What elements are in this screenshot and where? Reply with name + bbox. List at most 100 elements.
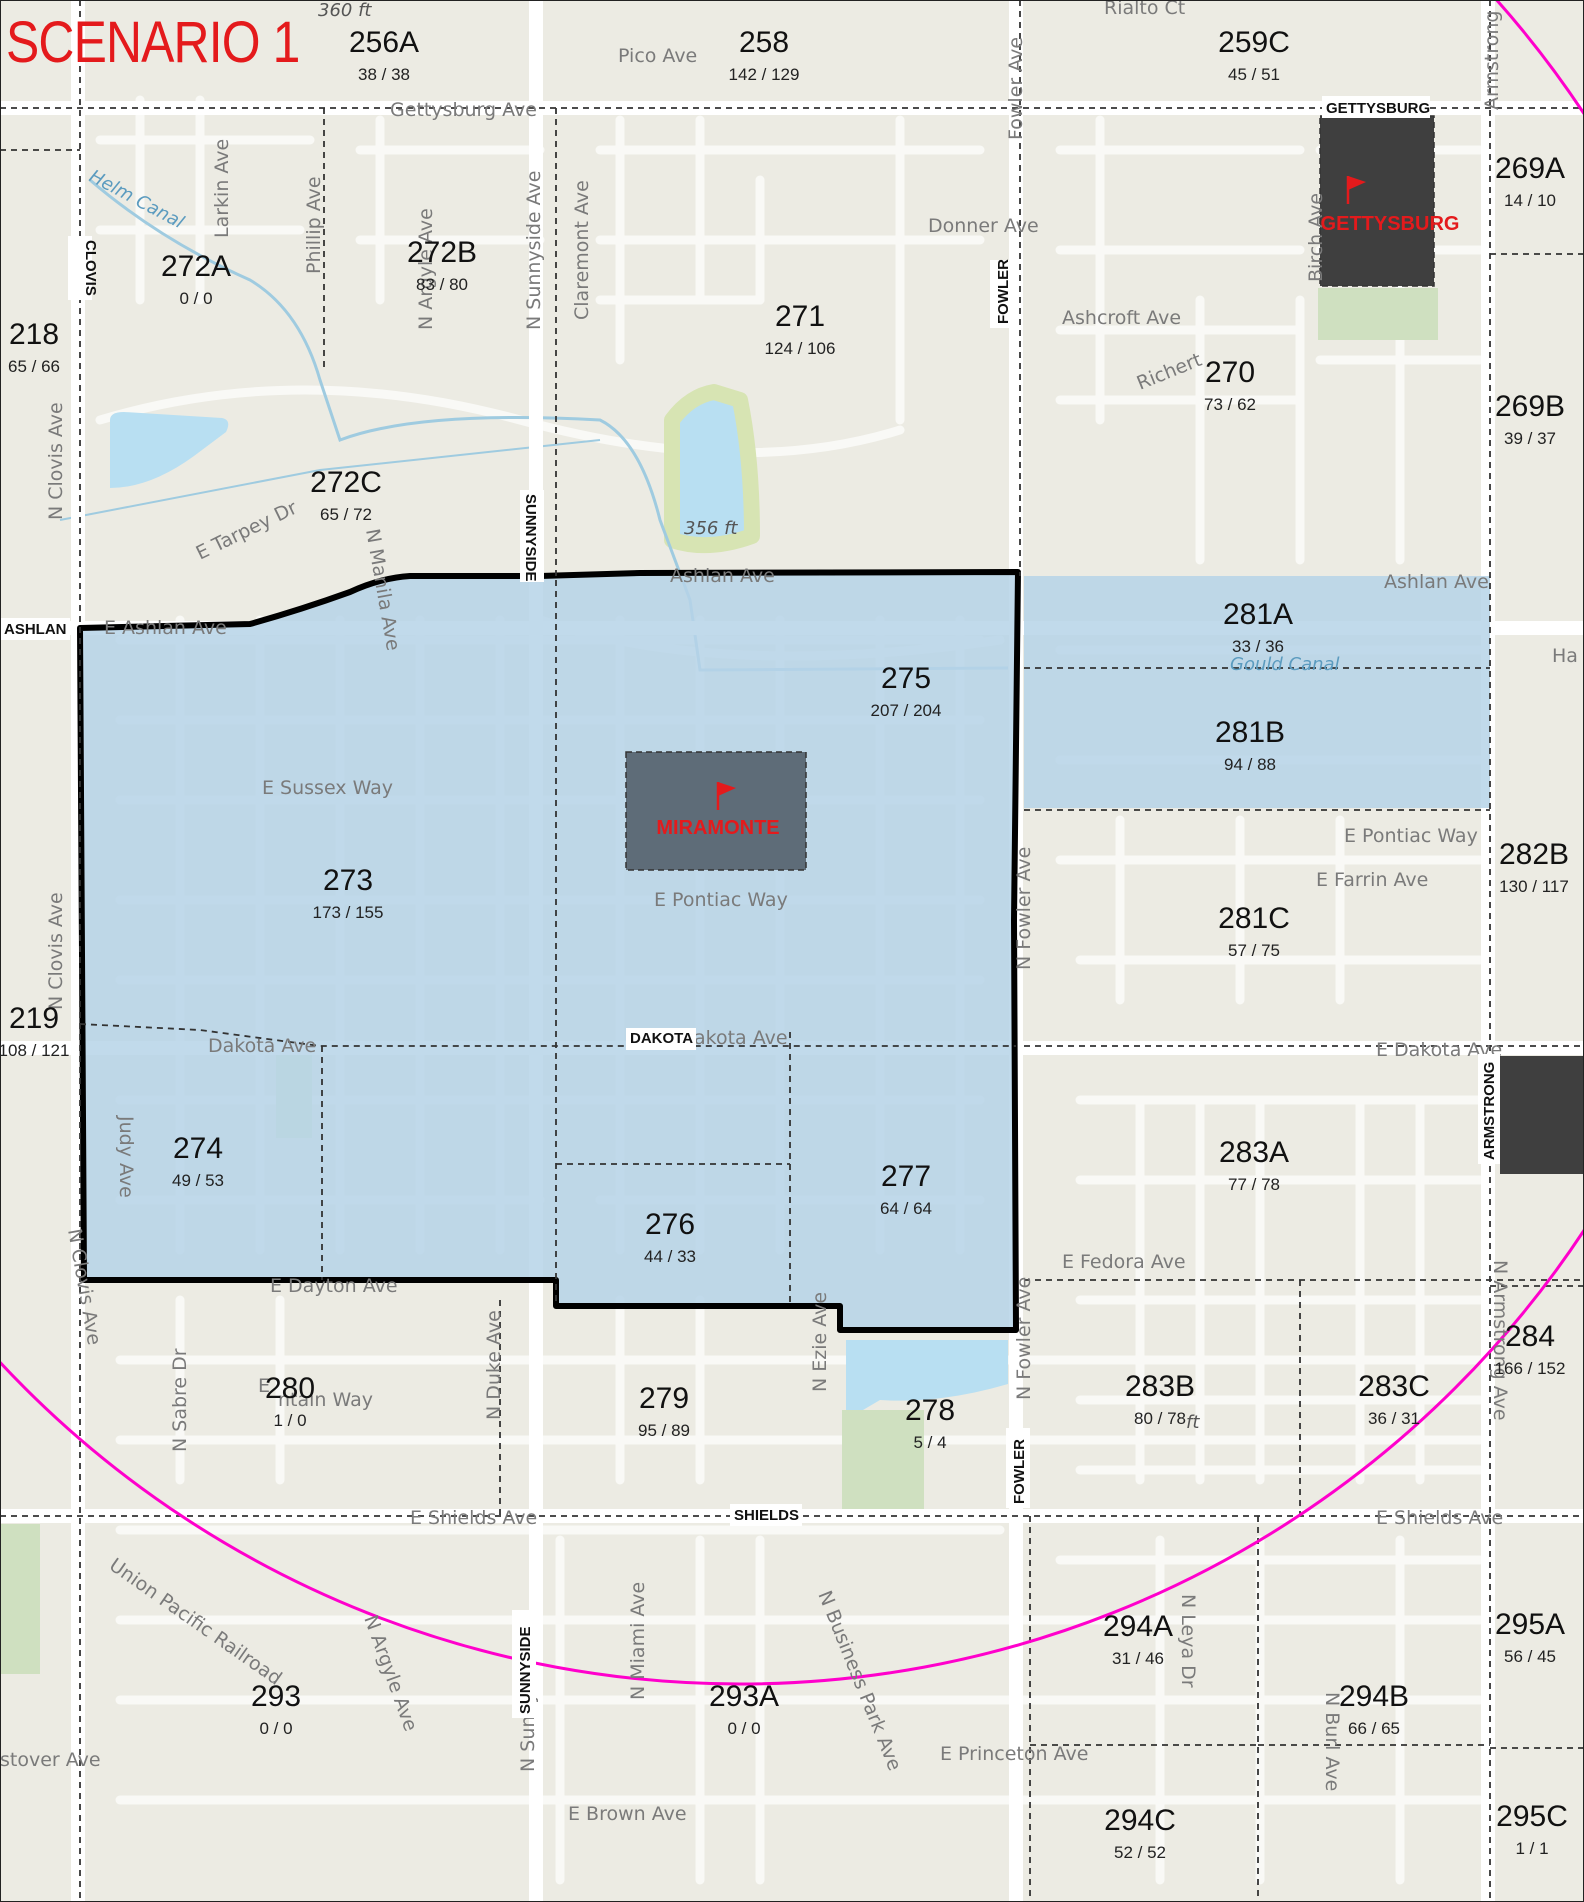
zone-count: 80 / 78 bbox=[1134, 1409, 1186, 1428]
zone-id: 278 bbox=[905, 1394, 955, 1427]
helm-canal-line bbox=[59, 439, 601, 521]
street-label: N Fowler Ave bbox=[1013, 1277, 1035, 1400]
scenario-title: SCENARIO 1 bbox=[6, 10, 300, 75]
zone-id: 293A bbox=[709, 1680, 779, 1713]
street-label: Pico Ave bbox=[618, 45, 697, 67]
school-label-miramonte: MIRAMONTE bbox=[656, 817, 779, 839]
flag-icon bbox=[1346, 176, 1366, 204]
street-label: E Brown Ave bbox=[568, 1803, 687, 1825]
zone-id: 275 bbox=[881, 662, 931, 695]
road-tag: FOWLER bbox=[1011, 1439, 1028, 1504]
street-label: N Burl Ave bbox=[1321, 1692, 1343, 1791]
park-west bbox=[0, 1524, 40, 1674]
school-blocks[interactable] bbox=[625, 115, 1584, 1174]
park-gettysburg bbox=[1318, 288, 1438, 340]
zone-id: 269A bbox=[1495, 152, 1565, 185]
street-label: N Sunnyside Ave bbox=[523, 171, 545, 330]
zone-count: 173 / 155 bbox=[313, 903, 384, 922]
zone-count: 65 / 66 bbox=[8, 357, 60, 376]
zone-count: 83 / 80 bbox=[416, 275, 468, 294]
zone-id: 273 bbox=[323, 864, 373, 897]
zone-count: 5 / 4 bbox=[913, 1433, 946, 1452]
zone-count: 0 / 0 bbox=[259, 1719, 292, 1738]
zone-id: 219 bbox=[9, 1002, 59, 1035]
street-label: E Dakota Ave bbox=[1376, 1039, 1502, 1061]
street-label: Armstrong bbox=[1481, 11, 1503, 110]
zone-count: 31 / 46 bbox=[1112, 1649, 1164, 1668]
street-label: Gettysburg Ave bbox=[390, 99, 537, 121]
pond-central bbox=[664, 384, 760, 554]
road-tags: GETTYSBURG CLOVIS FOWLER SUNNYSIDE ASHLA… bbox=[0, 96, 1500, 1718]
zone-count: 52 / 52 bbox=[1114, 1843, 1166, 1862]
selected-zone-east[interactable] bbox=[1024, 576, 1490, 808]
street-label: Birch Ave bbox=[1305, 193, 1327, 282]
street-label: Dakota Ave bbox=[208, 1035, 316, 1057]
street-label: E Shields Ave bbox=[1376, 1507, 1503, 1529]
zone-count: 0 / 0 bbox=[727, 1719, 760, 1738]
road-tag: GETTYSBURG bbox=[1326, 100, 1430, 117]
street-label: Judy Ave bbox=[115, 1115, 137, 1198]
zone-count: 207 / 204 bbox=[871, 701, 942, 720]
zone-id: 277 bbox=[881, 1160, 931, 1193]
zone-id: 272B bbox=[407, 236, 477, 269]
zone-count: 45 / 51 bbox=[1228, 65, 1280, 84]
zone-id: 294C bbox=[1104, 1804, 1176, 1837]
zone-count: 39 / 37 bbox=[1504, 429, 1556, 448]
street-label: akota Ave bbox=[694, 1027, 788, 1049]
street-label: N Leya Dr bbox=[1177, 1594, 1199, 1688]
street-label: Rialto Ct bbox=[1104, 0, 1185, 19]
street-label: E Farrin Ave bbox=[1316, 869, 1428, 891]
zone-count: 36 / 31 bbox=[1368, 1409, 1420, 1428]
street-label: E bbox=[258, 1375, 270, 1397]
gettysburg-school-block[interactable] bbox=[1319, 115, 1435, 287]
street-label: ntain Way bbox=[278, 1389, 373, 1411]
road-tag: SUNNYSIDE bbox=[517, 1626, 534, 1714]
road-tag: FOWLER bbox=[995, 259, 1012, 324]
zone-count: 65 / 72 bbox=[320, 505, 372, 524]
street-label: E Sussex Way bbox=[262, 777, 393, 799]
park-south bbox=[842, 1410, 924, 1516]
zone-id: 279 bbox=[639, 1382, 689, 1415]
zone-count: 166 / 152 bbox=[1495, 1359, 1566, 1378]
zone-id: 294A bbox=[1103, 1610, 1173, 1643]
street-label: Ashcroft Ave bbox=[1062, 307, 1181, 329]
zone-count: 66 / 65 bbox=[1348, 1719, 1400, 1738]
zone-id: 281C bbox=[1218, 902, 1290, 935]
zone-count: 94 / 88 bbox=[1224, 755, 1276, 774]
miramonte-school-block[interactable] bbox=[625, 751, 807, 871]
zone-count: 38 / 38 bbox=[358, 65, 410, 84]
street-label: Ashlan Ave bbox=[1384, 571, 1489, 593]
zone-id: 295A bbox=[1495, 1608, 1565, 1641]
zone-id: 282B bbox=[1499, 838, 1569, 871]
zone-count: 73 / 62 bbox=[1204, 395, 1256, 414]
zone-count: 124 / 106 bbox=[765, 339, 836, 358]
street-label: E Shields Ave bbox=[410, 1507, 537, 1529]
road-tag: SUNNYSIDE bbox=[522, 494, 539, 582]
zone-count: 56 / 45 bbox=[1504, 1647, 1556, 1666]
selected-zone-fill[interactable] bbox=[80, 572, 1018, 1330]
street-label: N Clovis Ave bbox=[45, 402, 67, 520]
zone-id: 280 bbox=[265, 1372, 315, 1405]
school-label-gettysburg: GETTYSBURG bbox=[1321, 213, 1460, 235]
zone-count: 33 / 36 bbox=[1232, 637, 1284, 656]
zone-id: 281B bbox=[1215, 716, 1285, 749]
zone-count: 64 / 64 bbox=[880, 1199, 932, 1218]
zone-id: 283A bbox=[1219, 1136, 1289, 1169]
zone-count: 77 / 78 bbox=[1228, 1175, 1280, 1194]
elevation-label: 356 ft bbox=[684, 518, 738, 539]
street-label: Ashlan Ave bbox=[670, 565, 775, 587]
road-tag: DAKOTA bbox=[630, 1030, 693, 1047]
zone-id: 259C bbox=[1218, 26, 1290, 59]
road-tag: SHIELDS bbox=[734, 1507, 799, 1524]
street-label: Larkin Ave bbox=[211, 139, 233, 238]
street-label: Claremont Ave bbox=[571, 180, 593, 320]
canal-line bbox=[89, 178, 1009, 672]
flag-icon bbox=[716, 782, 736, 810]
zone-id: 293 bbox=[251, 1680, 301, 1713]
elevation-label: ft bbox=[1186, 1412, 1200, 1433]
street-label: N Clovis Ave bbox=[45, 892, 67, 1010]
armstrong-school-block[interactable] bbox=[1500, 1056, 1584, 1174]
pond-south bbox=[846, 1340, 1008, 1420]
